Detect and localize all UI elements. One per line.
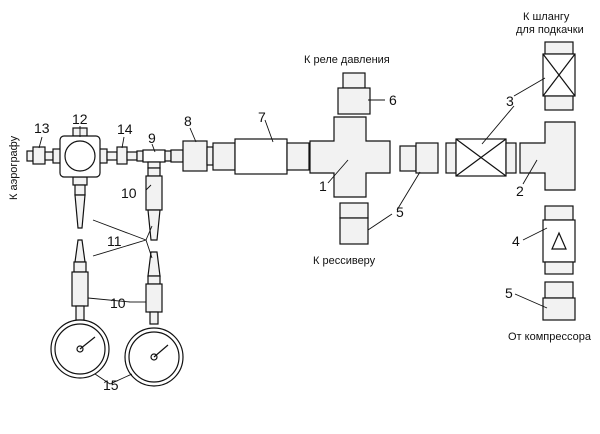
number-12: 12 [72, 111, 88, 127]
number-10-lower: 10 [110, 295, 126, 311]
number-13: 13 [34, 120, 50, 136]
part-13-fitting [26, 146, 54, 165]
part-5-compressor-coupling [542, 281, 576, 321]
label-to-receiver: К рессиверу [313, 255, 376, 267]
part-4-check-valve [542, 205, 576, 275]
number-4: 4 [512, 233, 520, 249]
number-14: 14 [117, 121, 133, 137]
number-6: 6 [389, 92, 397, 108]
gauge-branch-right [145, 167, 163, 325]
label-from-compressor: От компрессора [508, 331, 592, 343]
part-8-adapter [182, 140, 214, 172]
number-3: 3 [506, 93, 514, 109]
number-11: 11 [107, 233, 122, 249]
part-6-relay-adapter [337, 72, 371, 115]
number-5-receiver: 5 [396, 204, 404, 220]
connector-9-8 [170, 149, 184, 163]
label-to-aerograph: К аэрографу [8, 135, 20, 200]
label-to-hose-line2: для подкачки [516, 24, 584, 36]
number-2: 2 [516, 183, 524, 199]
part-15-gauge-right [124, 327, 184, 387]
number-7: 7 [258, 109, 266, 125]
leader-lines [38, 77, 548, 385]
part-9-tee [136, 149, 172, 169]
number-10-upper: 10 [121, 185, 137, 201]
gauge-branch-left [71, 184, 89, 321]
number-15: 15 [103, 377, 119, 393]
number-9: 9 [148, 130, 156, 146]
part-1-cross [309, 116, 391, 198]
label-to-pressure-relay: К реле давления [304, 54, 390, 66]
part-12-manifold [52, 127, 108, 186]
part-15-gauge-left [50, 319, 110, 379]
number-8: 8 [184, 113, 192, 129]
label-to-hose-line1: К шлангу [523, 11, 570, 23]
part-2-tee [519, 121, 576, 191]
part-3-valve [445, 138, 517, 177]
number-1: 1 [319, 178, 327, 194]
part-7-pipe [212, 138, 310, 175]
part-3-valve-top [542, 41, 576, 111]
number-5-compressor: 5 [505, 285, 513, 301]
part-5-receiver-coupling [339, 202, 369, 245]
part-14-coupling [106, 146, 138, 165]
part-5-coupling [399, 142, 439, 174]
